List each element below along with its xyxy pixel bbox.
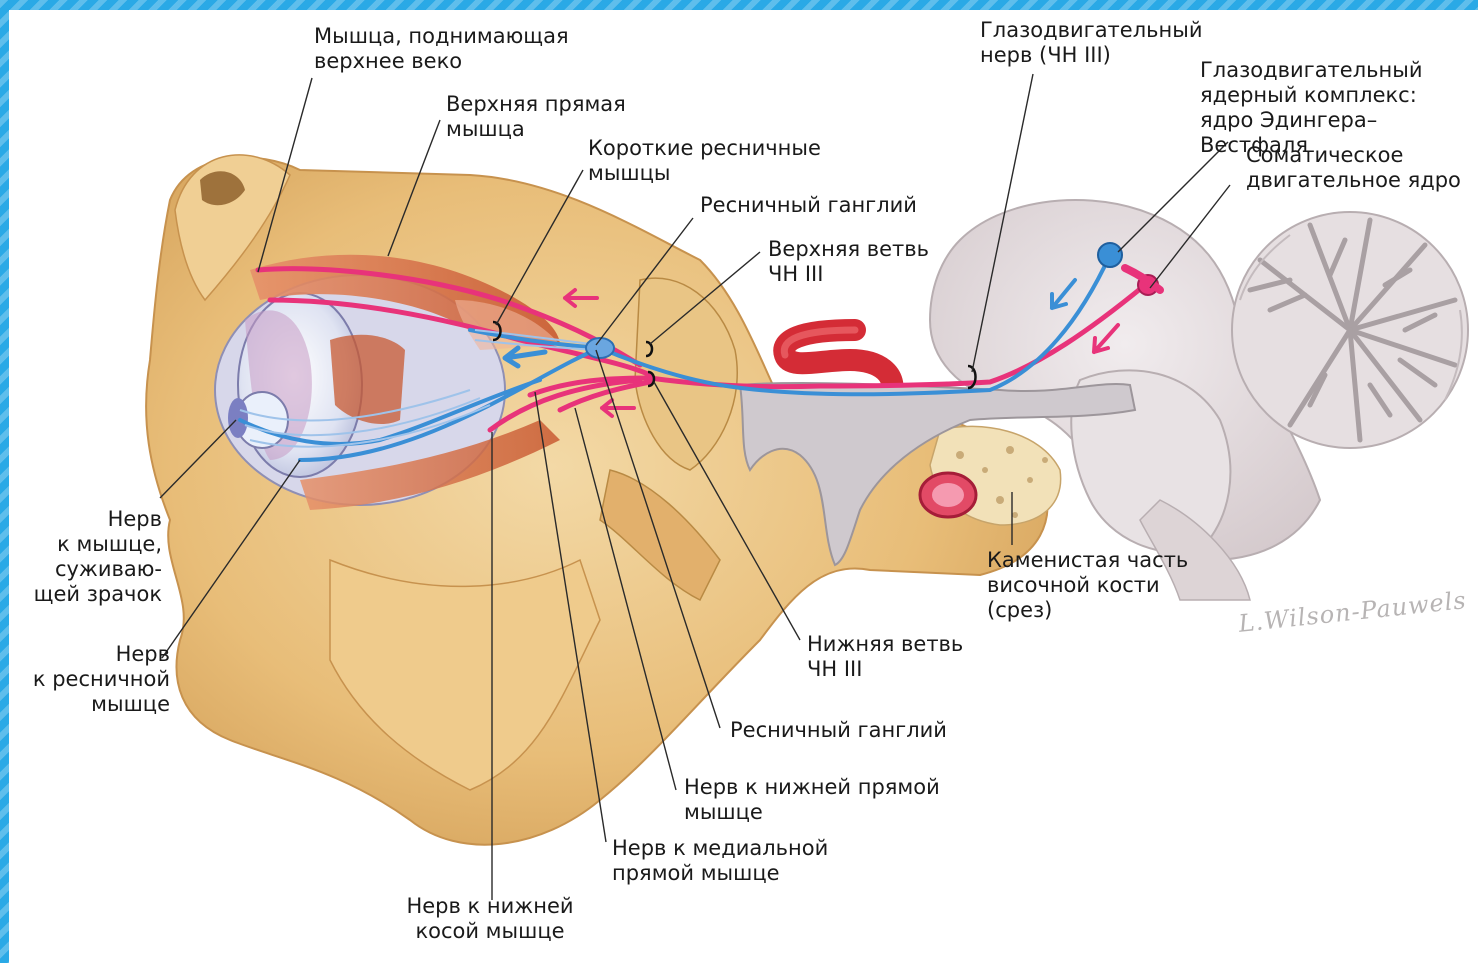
label-oculomotor-nerve: Глазодвигательный нерв (ЧН III) [980, 18, 1202, 68]
label-inferior-rectus-nerve: Нерв к нижней прямой мышце [684, 775, 940, 825]
label-inferior-oblique-nerve: Нерв к нижней косой мышце [400, 894, 580, 944]
label-pupil-constrictor-nerve: Нерв к мышце, суживаю- щей зрачок [20, 507, 162, 607]
label-ciliary-muscle-nerve: Нерв к ресничной мышце [20, 642, 170, 717]
label-somatic-nucleus: Соматическое двигательное ядро [1246, 143, 1461, 193]
label-ciliary-ganglion-bottom: Ресничный ганглий [730, 718, 947, 743]
label-medial-rectus-nerve: Нерв к медиальной прямой мышце [612, 836, 828, 886]
label-inferior-branch: Нижняя ветвь ЧН III [807, 632, 963, 682]
label-levator-palpebrae: Мышца, поднимающая верхнее веко [314, 24, 569, 74]
label-superior-rectus: Верхняя прямая мышца [446, 92, 626, 142]
label-ciliary-ganglion-top: Ресничный ганглий [700, 193, 917, 218]
label-short-ciliary: Короткие ресничные мышцы [588, 136, 821, 186]
edinger-westphal-nucleus [1098, 243, 1122, 267]
cerebellum [1232, 212, 1468, 448]
ciliary-ganglion [586, 338, 614, 358]
label-superior-branch: Верхняя ветвь ЧН III [768, 237, 929, 287]
label-petrous-bone: Каменистая часть височной кости (срез) [987, 548, 1188, 623]
